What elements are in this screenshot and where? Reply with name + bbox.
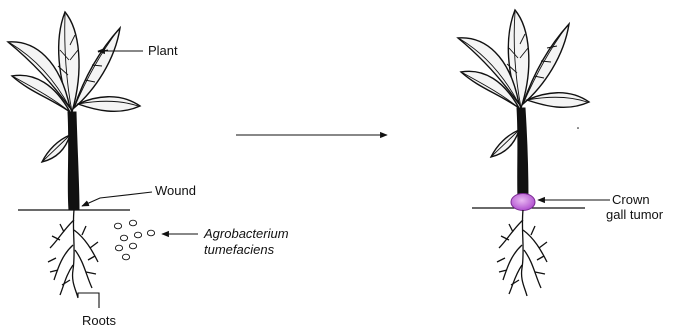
agrobacterium-label-line1: Agrobacterium (203, 226, 289, 241)
wound-label: Wound (155, 183, 196, 198)
crown-gall-label-line1: Crown (612, 192, 650, 207)
plant-stem-left (68, 112, 79, 210)
plant-label: Plant (148, 43, 178, 58)
healthy-plant: Plant Wound Agrobacterium tumefaciens Ro… (8, 12, 289, 328)
agrobacterium-label-line2: tumefaciens (204, 242, 275, 257)
roots-right (497, 210, 547, 296)
plant-stem-right (517, 108, 528, 200)
wound-pointer (82, 192, 152, 206)
roots-label: Roots (82, 313, 116, 328)
speck (577, 127, 579, 129)
roots-left (48, 210, 98, 298)
roots-pointer (78, 293, 99, 308)
bacteria-cells (114, 220, 154, 260)
crown-gall-tumor (511, 194, 535, 211)
crown-gall-label-line2: gall tumor (606, 207, 664, 222)
infected-plant: Crown gall tumor (458, 10, 664, 296)
